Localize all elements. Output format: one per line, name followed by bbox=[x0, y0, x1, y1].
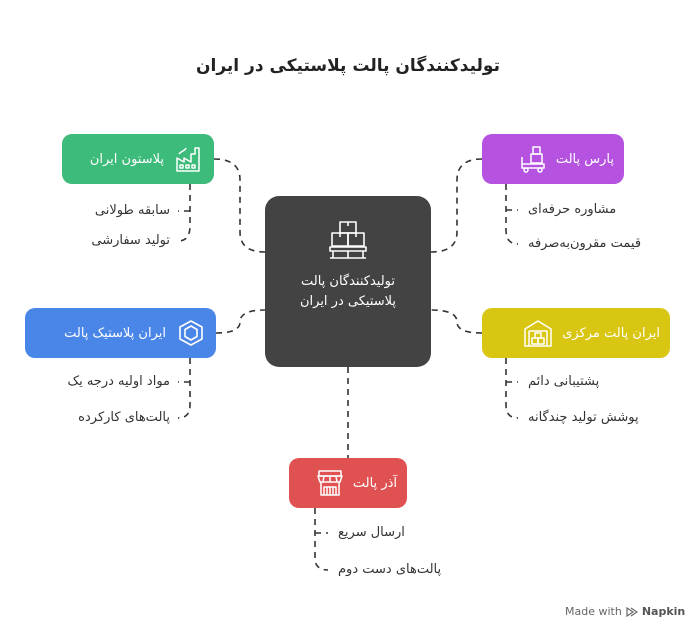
napkin-logo-icon bbox=[626, 606, 638, 617]
center-node: تولیدکنندگان پالت پلاستیکی در ایران bbox=[265, 196, 431, 367]
made-with-text: Made with bbox=[565, 605, 622, 618]
pars-item-1: مشاوره حرفه‌ای bbox=[528, 202, 617, 217]
markazi-item-1: پشتیبانی دائم bbox=[528, 374, 600, 389]
footer-attribution: Made with Napkin bbox=[565, 605, 685, 618]
iranplastic-item-1: مواد اولیه درجه یک bbox=[67, 374, 170, 389]
azar-item-2: پالت‌های دست دوم bbox=[338, 562, 442, 577]
node-iranplastic: ایران پلاستیک پالت bbox=[25, 308, 216, 358]
iranplastic-item-2: پالت‌های کارکرده bbox=[78, 410, 170, 425]
connector-iranplastic-items bbox=[177, 358, 191, 419]
node-plaston: پلاستون ایران bbox=[62, 134, 214, 184]
diagram-title: تولیدکنندگان پالت پلاستیکی در ایران bbox=[196, 56, 500, 76]
connector-pars bbox=[430, 158, 483, 253]
node-markazi: ایران پالت مرکزی bbox=[482, 308, 670, 358]
azar-item-1: ارسال سریع bbox=[338, 525, 405, 540]
connector-markazi bbox=[430, 309, 483, 334]
factory-icon bbox=[176, 147, 200, 172]
connector-pars-items bbox=[505, 184, 519, 245]
connector-iranplastic bbox=[215, 309, 266, 334]
boxes-on-pallet-icon bbox=[329, 221, 367, 259]
hand-truck-icon bbox=[521, 146, 545, 173]
node-azar: آذر پالت bbox=[289, 458, 407, 508]
node-plaston-label: پلاستون ایران bbox=[89, 151, 164, 167]
connector-markazi-items bbox=[505, 358, 519, 419]
node-markazi-label: ایران پالت مرکزی bbox=[562, 325, 660, 341]
node-iranplastic-label: ایران پلاستیک پالت bbox=[64, 325, 166, 341]
node-pars: پارس پالت bbox=[482, 134, 624, 184]
connector-plaston-items bbox=[177, 184, 191, 242]
napkin-brand: Napkin bbox=[641, 605, 686, 618]
node-azar-label: آذر پالت bbox=[352, 475, 397, 491]
connector-azar-items bbox=[314, 508, 329, 571]
plaston-item-1: سابقه طولانی bbox=[94, 203, 170, 218]
center-label: تولیدکنندگان پالت پلاستیکی در ایران bbox=[299, 274, 397, 309]
markazi-item-2: پوشش تولید چندگانه bbox=[528, 410, 639, 425]
connector-plaston bbox=[213, 158, 266, 253]
plaston-item-2: تولید سفارشی bbox=[91, 233, 170, 248]
shop-icon bbox=[317, 470, 343, 496]
node-pars-label: پارس پالت bbox=[555, 151, 614, 167]
warehouse-icon bbox=[524, 320, 552, 347]
hexagon-icon bbox=[179, 320, 203, 346]
pars-item-2: قیمت مقرون‌به‌صرفه bbox=[528, 236, 642, 251]
